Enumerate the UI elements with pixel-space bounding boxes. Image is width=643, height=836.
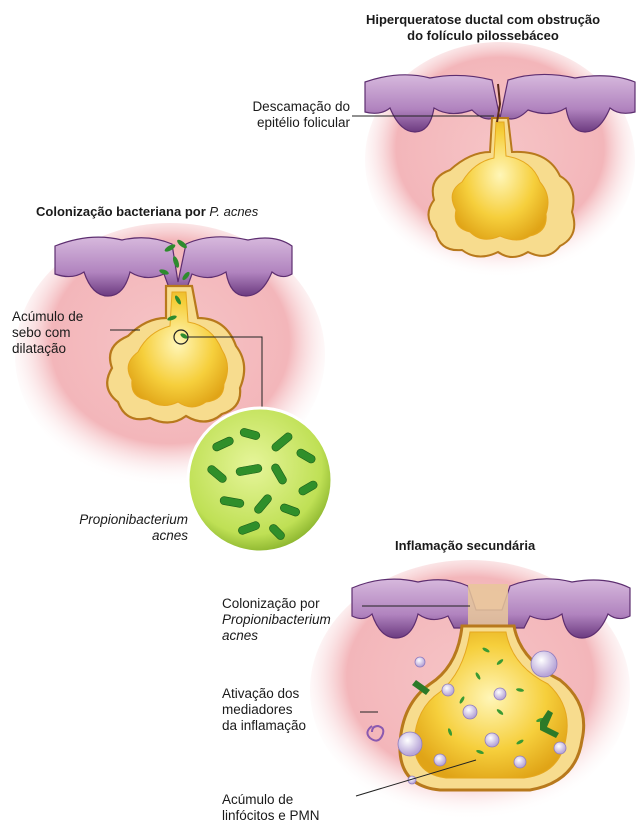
- lymphocytes-label-line1: Acúmulo de: [222, 792, 372, 808]
- sebum-label-line2: sebo com: [12, 325, 112, 341]
- mediators-label-line3: da inflamação: [222, 718, 362, 734]
- bacteria-magnification-lens: [188, 408, 332, 552]
- sebum-label-line1: Acúmulo de: [12, 309, 112, 325]
- inflammatory-mediators-label: Ativação dos mediadores da inflamação: [222, 686, 362, 734]
- desquamation-label: Descamação do epitélio folicular: [200, 99, 350, 131]
- hyperkeratosis-illustration: [365, 42, 635, 278]
- inflammation-title: Inflamação secundária: [395, 538, 595, 554]
- sebum-accumulation-label: Acúmulo de sebo com dilatação: [12, 309, 112, 357]
- sebum-label-line3: dilatação: [12, 341, 112, 357]
- colonization-title-prefix: Colonização bacteriana por: [36, 204, 209, 219]
- hyperkeratosis-title: Hiperqueratose ductal com obstrução do f…: [330, 12, 636, 44]
- desquamation-label-line1: Descamação do: [200, 99, 350, 115]
- colonization-label-line3: acnes: [222, 628, 372, 644]
- hyperkeratosis-title-line2: do folículo pilossebáceo: [330, 28, 636, 44]
- hyperkeratosis-title-line1: Hiperqueratose ductal com obstrução: [330, 12, 636, 28]
- desquamation-label-line2: epitélio folicular: [200, 115, 350, 131]
- colonization-by-bacteria-label: Colonização por Propionibacterium acnes: [222, 596, 372, 644]
- colonization-title: Colonização bacteriana por P. acnes: [36, 204, 336, 220]
- colonization-title-species: P. acnes: [209, 204, 258, 219]
- mediators-label-line1: Ativação dos: [222, 686, 362, 702]
- propionibacterium-label-line1: Propionibacterium: [20, 512, 188, 528]
- colonization-label-line1: Colonização por: [222, 596, 372, 612]
- colonization-label-line2: Propionibacterium: [222, 612, 372, 628]
- mediators-label-line2: mediadores: [222, 702, 362, 718]
- lymphocytes-pmn-label: Acúmulo de linfócitos e PMN: [222, 792, 372, 824]
- propionibacterium-label-line2: acnes: [20, 528, 188, 544]
- lymphocytes-label-line2: linfócitos e PMN: [222, 808, 372, 824]
- propionibacterium-label: Propionibacterium acnes: [20, 512, 188, 544]
